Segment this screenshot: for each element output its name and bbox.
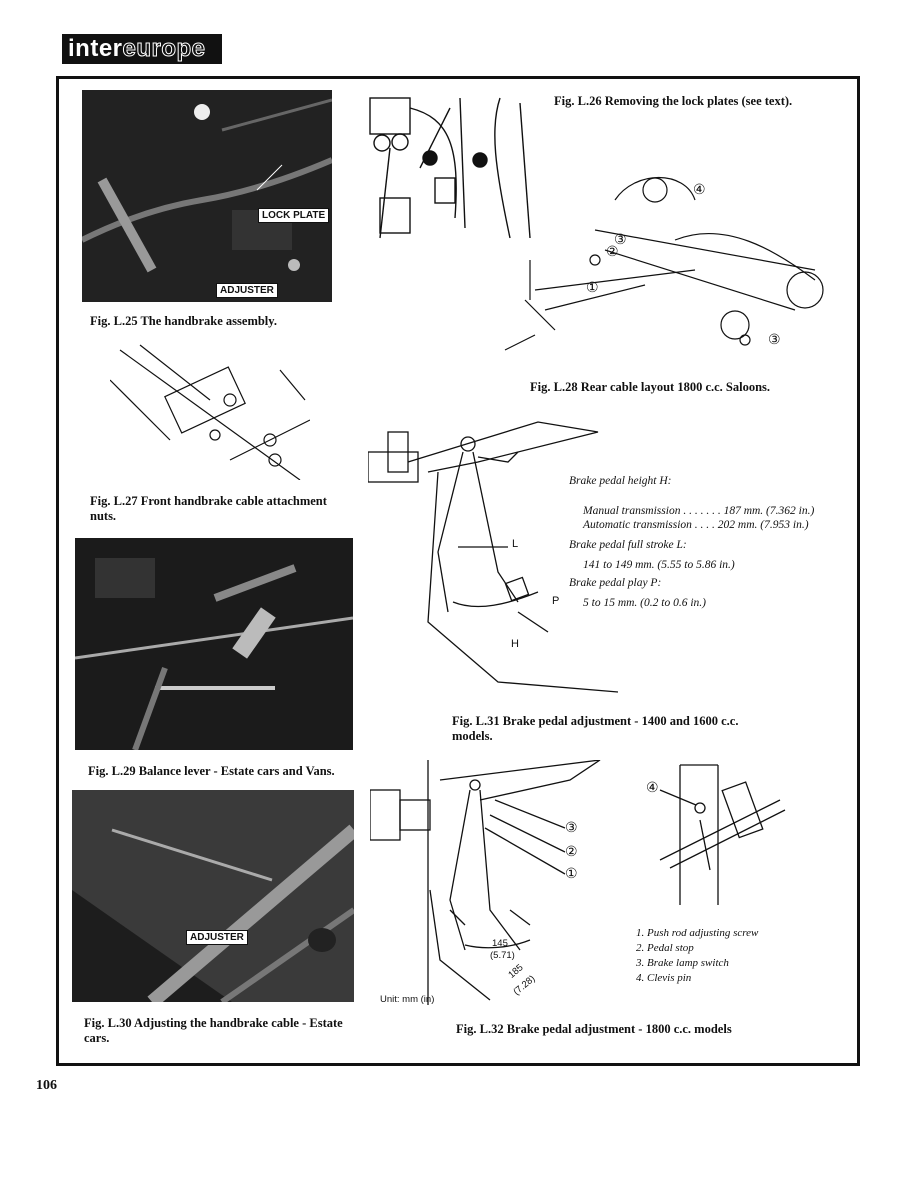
adjusting-cable-photo-art: [72, 790, 354, 1002]
callout-1-push-rod: ①: [565, 867, 578, 882]
fig-l25-caption: Fig. L.25 The handbrake assembly.: [90, 314, 277, 328]
dim-145: 145: [492, 938, 508, 949]
spec-pedal-height-heading: Brake pedal height H:: [569, 475, 672, 487]
dim-p-letter: P: [552, 595, 560, 607]
callout-1: ①: [586, 281, 599, 296]
fig-l27-caption: Fig. L.27 Front handbrake cable attachme…: [90, 494, 327, 523]
callout-3a: ③: [614, 233, 627, 248]
callout-2: ②: [606, 245, 619, 260]
logo-text-europe: europe: [122, 35, 206, 63]
rear-cable-layout-drawing: [504, 177, 824, 351]
logo-text-inter: inter: [68, 35, 123, 62]
callout-3b: ③: [768, 333, 781, 348]
handbrake-photo-art: [82, 90, 332, 302]
fig-l28-caption: Fig. L.28 Rear cable layout 1800 c.c. Sa…: [530, 380, 771, 394]
lock-plate-removal-drawing: [369, 97, 531, 239]
front-cable-nuts-drawing: [110, 344, 310, 480]
adjuster-label-l30: ADJUSTER: [186, 930, 248, 945]
publisher-logo: intereurope: [62, 34, 222, 64]
spec-full-stroke-heading: Brake pedal full stroke L:: [569, 539, 687, 551]
brake-pedal-1800-drawing: [370, 760, 601, 1005]
fig-l29-caption: Fig. L.29 Balance lever - Estate cars an…: [88, 764, 335, 778]
adjusting-cable-photo: ADJUSTER: [72, 790, 354, 1002]
unit-note: Unit: mm (in): [380, 994, 435, 1005]
spec-manual-transmission: Manual transmission . . . . . . . 187 mm…: [583, 505, 815, 517]
callout-3: ③: [565, 821, 578, 836]
legend-item-1: 1. Push rod adjusting screw: [636, 927, 759, 939]
handbrake-assembly-photo: LOCK PLATE ADJUSTER: [82, 90, 332, 302]
fig-l31-caption: Fig. L.31 Brake pedal adjustment - 1400 …: [452, 714, 739, 743]
callout-2-pedal-stop: ②: [565, 845, 578, 860]
fig-l26-caption: Fig. L.26 Removing the lock plates (see …: [554, 94, 793, 108]
legend-item-3: 3. Brake lamp switch: [636, 957, 729, 969]
fig-l32-caption: Fig. L.32 Brake pedal adjustment - 1800 …: [456, 1022, 732, 1036]
callout-4-clevis: ④: [646, 781, 659, 796]
spec-pedal-play-heading: Brake pedal play P:: [569, 577, 662, 589]
page-frame: [56, 76, 860, 1066]
brake-pedal-1400-1600-drawing: [368, 421, 618, 693]
balance-lever-photo: [75, 538, 353, 750]
fig-l30-caption: Fig. L.30 Adjusting the handbrake cable …: [84, 1016, 343, 1045]
balance-lever-photo-art: [75, 538, 353, 750]
legend-item-2: 2. Pedal stop: [636, 942, 694, 954]
spec-pedal-play-value: 5 to 15 mm. (0.2 to 0.6 in.): [583, 597, 706, 609]
lock-plate-label: LOCK PLATE: [258, 208, 330, 223]
dim-l-letter: L: [512, 538, 519, 550]
clevis-pin-detail-drawing: [659, 764, 786, 905]
adjuster-label: ADJUSTER: [216, 283, 278, 298]
callout-4: ④: [693, 183, 706, 198]
dim-h-letter: H: [511, 638, 519, 650]
dim-145-in: (5.71): [490, 950, 515, 961]
spec-automatic-transmission: Automatic transmission . . . . 202 mm. (…: [583, 519, 809, 531]
page-number: 106: [36, 1078, 57, 1093]
spec-full-stroke-value: 141 to 149 mm. (5.55 to 5.86 in.): [583, 559, 735, 571]
legend-item-4: 4. Clevis pin: [636, 972, 692, 984]
